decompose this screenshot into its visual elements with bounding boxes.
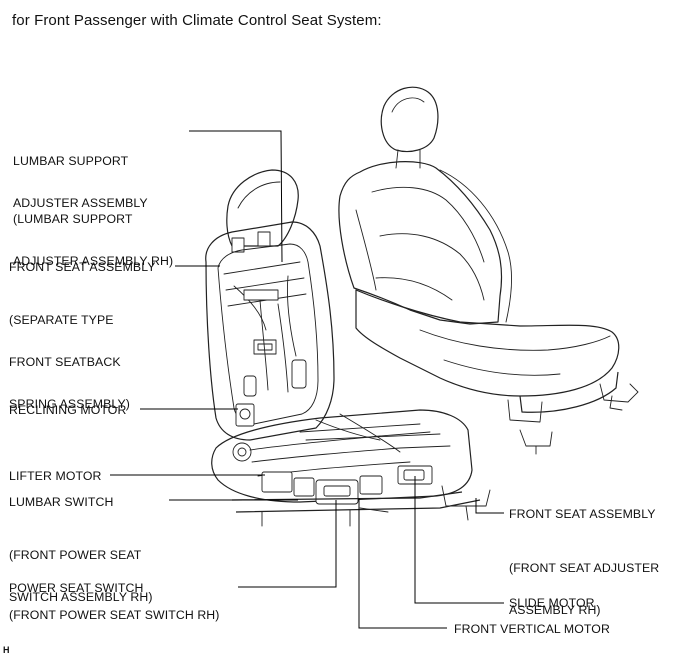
label-line: (LUMBAR SUPPORT	[13, 212, 133, 226]
diagram-title: for Front Passenger with Climate Control…	[12, 12, 382, 29]
label-line: FRONT SEATBACK	[9, 355, 121, 369]
label-line: ASSEMBLY RH)	[509, 603, 601, 617]
label-front-power-seat-switch-rh: (FRONT POWER SEAT SWITCH RH)	[9, 608, 220, 622]
label-front-seat-adjuster-assembly-rh: (FRONT SEAT ADJUSTER ASSEMBLY RH)	[509, 533, 659, 645]
label-line: SPRING ASSEMBLY)	[9, 397, 130, 411]
label-lumbar-support-adjuster: LUMBAR SUPPORT ADJUSTER ASSEMBLY	[13, 126, 148, 238]
label-front-power-seat-switch-assembly-rh: (FRONT POWER SEAT SWITCH ASSEMBLY RH)	[9, 520, 153, 632]
label-line: (FRONT SEAT ADJUSTER	[509, 561, 660, 575]
leader-lines	[110, 130, 504, 629]
label-separate-type-spring: (SEPARATE TYPE FRONT SEATBACK SPRING ASS…	[9, 285, 130, 439]
label-lumbar-switch: LUMBAR SWITCH	[9, 495, 114, 509]
label-front-seat-assembly-right: FRONT SEAT ASSEMBLY	[509, 507, 656, 521]
label-line: SWITCH ASSEMBLY RH)	[9, 590, 153, 604]
figure-code: H	[3, 645, 10, 655]
label-slide-motor: SLIDE MOTOR	[509, 596, 595, 610]
label-front-vertical-motor: FRONT VERTICAL MOTOR	[454, 622, 610, 636]
label-line: (SEPARATE TYPE	[9, 313, 114, 327]
label-front-seat-assembly: FRONT SEAT ASSEMBLY	[9, 260, 156, 274]
label-power-seat-switch: POWER SEAT SWITCH	[9, 581, 144, 595]
label-line: ADJUSTER ASSEMBLY RH)	[13, 254, 174, 268]
label-lumbar-support-adjuster-rh: (LUMBAR SUPPORT ADJUSTER ASSEMBLY RH)	[13, 184, 173, 296]
label-reclining-motor: RECLINING MOTOR	[9, 403, 127, 417]
seat-frame-drawing	[205, 169, 491, 527]
label-line: LUMBAR SUPPORT	[13, 154, 129, 168]
label-line: ADJUSTER ASSEMBLY	[13, 196, 148, 210]
label-lifter-motor: LIFTER MOTOR	[9, 469, 102, 483]
label-line: (FRONT POWER SEAT	[9, 548, 142, 562]
complete-seat-drawing	[338, 86, 639, 455]
